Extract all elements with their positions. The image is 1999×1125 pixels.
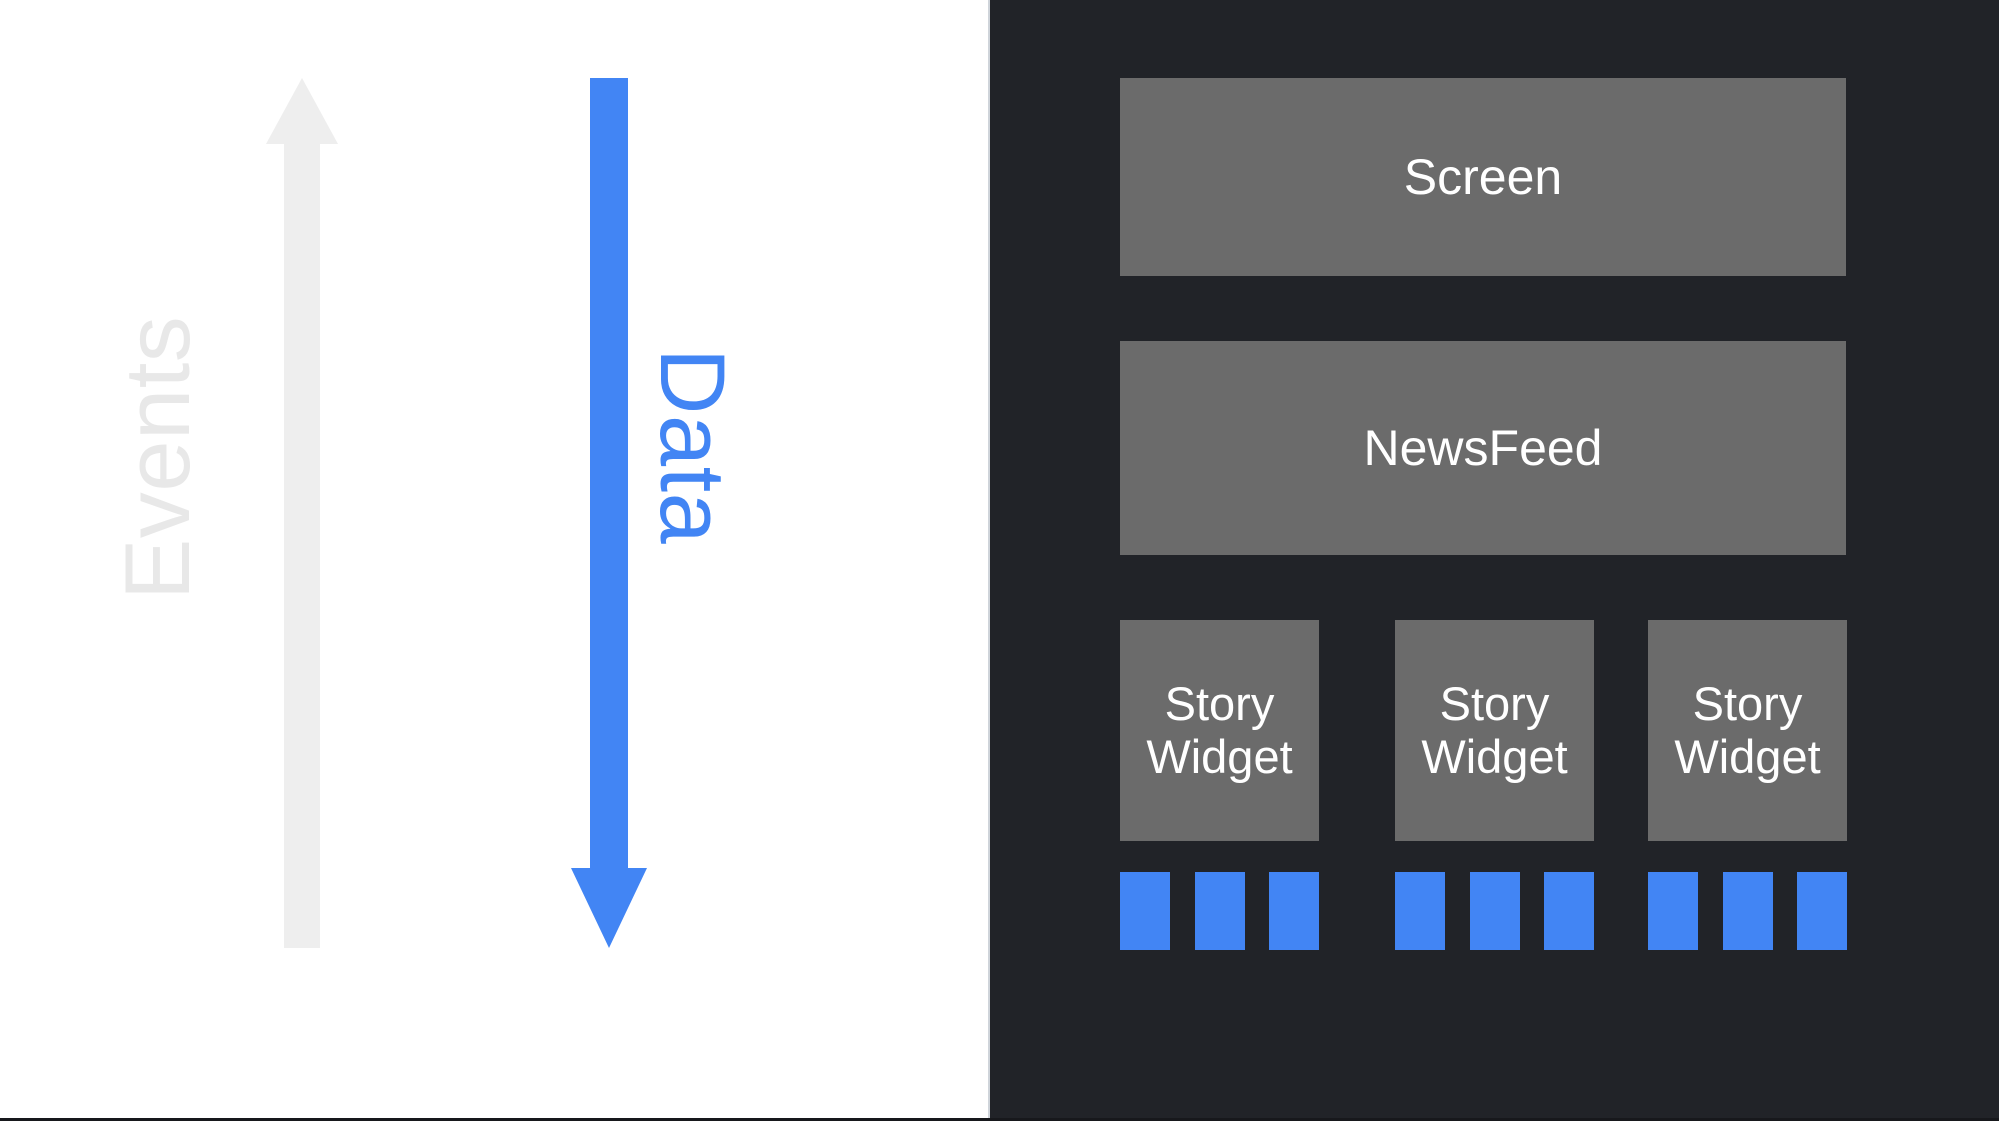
widget-tree-panel: Screen NewsFeed Story Widget Story Widge… bbox=[990, 0, 1999, 1118]
leaf-bar-group-1 bbox=[1120, 872, 1319, 950]
leaf-bar[interactable] bbox=[1269, 872, 1319, 950]
leaf-bar[interactable] bbox=[1723, 872, 1773, 950]
story-widget-label-1: Story Widget bbox=[1146, 676, 1293, 783]
story-widget-label-line2: Widget bbox=[1146, 729, 1293, 783]
story-widget-label-line2: Widget bbox=[1421, 729, 1568, 783]
story-widget-label-2: Story Widget bbox=[1421, 676, 1568, 783]
leaf-bar[interactable] bbox=[1120, 872, 1170, 950]
leaf-bar[interactable] bbox=[1395, 872, 1445, 950]
story-widget-label-line2: Widget bbox=[1674, 729, 1821, 783]
flow-legend-panel: Events Data bbox=[0, 0, 990, 1118]
story-widget-node-1[interactable]: Story Widget bbox=[1120, 620, 1319, 841]
bottom-rule bbox=[0, 1118, 1999, 1121]
data-flow-label: Data bbox=[641, 348, 743, 545]
arrow-up-icon bbox=[266, 78, 338, 948]
arrow-down-icon bbox=[571, 78, 647, 948]
story-widget-label-line1: Story bbox=[1439, 676, 1550, 730]
leaf-bar[interactable] bbox=[1195, 872, 1245, 950]
leaf-bar-group-2 bbox=[1395, 872, 1594, 950]
leaf-bar[interactable] bbox=[1648, 872, 1698, 950]
story-widget-label-line1: Story bbox=[1164, 676, 1275, 730]
newsfeed-node[interactable]: NewsFeed bbox=[1120, 341, 1846, 555]
leaf-bar-group-3 bbox=[1648, 872, 1847, 950]
story-widget-label-line1: Story bbox=[1692, 676, 1803, 730]
leaf-bar[interactable] bbox=[1470, 872, 1520, 950]
story-widget-node-2[interactable]: Story Widget bbox=[1395, 620, 1594, 841]
story-widget-node-3[interactable]: Story Widget bbox=[1648, 620, 1847, 841]
screen-node[interactable]: Screen bbox=[1120, 78, 1846, 276]
leaf-bar[interactable] bbox=[1797, 872, 1847, 950]
panel-divider bbox=[988, 0, 990, 1118]
events-flow-label: Events bbox=[107, 315, 209, 600]
story-widget-label-3: Story Widget bbox=[1674, 676, 1821, 783]
leaf-bar[interactable] bbox=[1544, 872, 1594, 950]
